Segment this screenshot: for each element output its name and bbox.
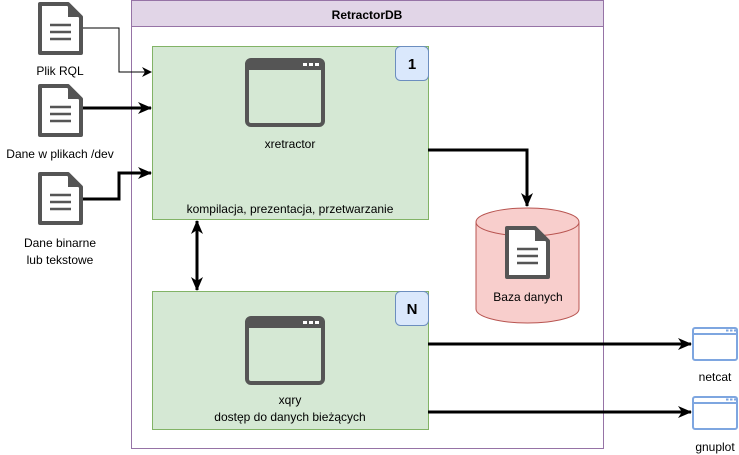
process-name: xretractor — [265, 137, 316, 151]
instance-badge — [395, 291, 429, 326]
arrow-rql-to-xretractor — [83, 27, 152, 77]
window-icon — [692, 396, 738, 430]
database-label: Baza danych — [493, 290, 562, 304]
input-plik-rql: Plik RQL — [36, 2, 84, 78]
output-label: gnuplot — [695, 440, 735, 454]
process-xretractor: 1 xretractor kompilacja, prezentacja, pr… — [152, 46, 429, 220]
window-icon — [692, 327, 738, 361]
document-icon — [38, 2, 83, 55]
input-dane-dev: Dane w plikach /dev — [6, 84, 114, 161]
process-description: kompilacja, prezentacja, przetwarzanie — [187, 202, 394, 216]
arrow-binary-to-xretractor — [83, 167, 152, 201]
container-title: RetractorDB — [332, 8, 403, 22]
process-xqry: N xqry dostęp do danych bieżących — [152, 291, 429, 430]
database: Baza danych — [475, 207, 580, 324]
badge-label: N — [407, 301, 418, 318]
input-label: Dane binarne — [24, 236, 96, 250]
output-netcat: netcat — [692, 327, 738, 384]
connectors — [83, 27, 692, 418]
document-icon — [38, 84, 83, 137]
document-icon — [38, 172, 83, 225]
input-dane-binarne: Dane binarne lub tekstowe — [24, 172, 96, 267]
process-description: dostęp do danych bieżących — [214, 410, 365, 424]
instance-badge — [395, 46, 429, 81]
output-gnuplot: gnuplot — [692, 396, 738, 454]
input-label: lub tekstowe — [27, 253, 94, 267]
badge-label: 1 — [408, 56, 416, 73]
input-label: Dane w plikach /dev — [6, 147, 113, 161]
input-label: Plik RQL — [36, 64, 84, 78]
arrow-xretractor-to-db — [428, 148, 533, 207]
document-icon — [505, 226, 550, 279]
process-name: xqry — [279, 393, 302, 407]
output-label: netcat — [699, 370, 732, 384]
